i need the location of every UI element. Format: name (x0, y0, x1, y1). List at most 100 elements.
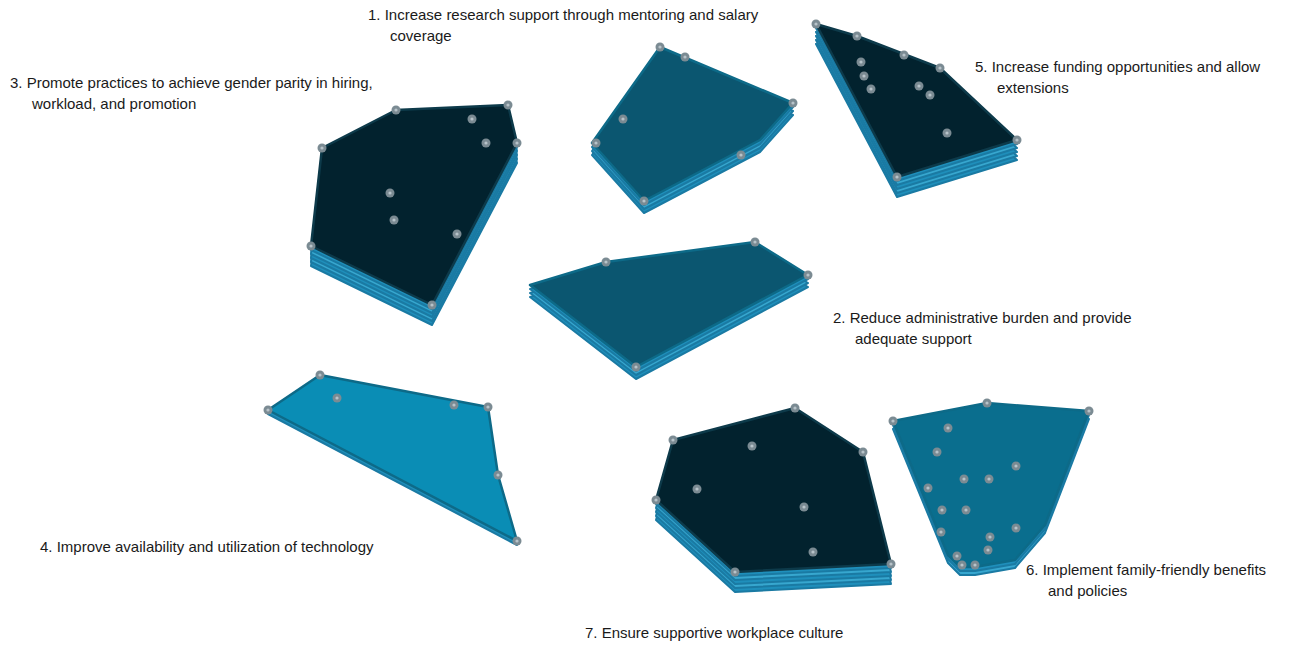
stack-layer (268, 379, 517, 545)
data-point-center (266, 408, 269, 411)
data-point (307, 242, 316, 251)
data-point (504, 101, 513, 110)
stack-layer (656, 424, 891, 588)
data-point-center (986, 548, 989, 551)
data-point (453, 230, 462, 239)
data-point-center (515, 539, 518, 542)
data-point-center (658, 45, 661, 48)
data-point (1012, 524, 1021, 533)
data-point (986, 533, 995, 542)
data-point (804, 271, 813, 280)
stack-layer (816, 44, 1017, 197)
cluster-face (656, 408, 891, 572)
data-point-center (895, 175, 898, 178)
data-point-center (917, 84, 920, 87)
data-point-center (455, 232, 458, 235)
data-point (592, 139, 601, 148)
data-point-center (515, 141, 518, 144)
data-point (937, 528, 946, 537)
data-point (748, 442, 757, 451)
data-point-center (869, 87, 872, 90)
data-point (484, 403, 493, 412)
data-point (1013, 136, 1022, 145)
data-point-center (452, 403, 455, 406)
data-point (867, 85, 876, 94)
data-point-center (902, 53, 905, 56)
data-point-center (486, 405, 489, 408)
stack-layer (311, 117, 517, 317)
stack-layer (311, 113, 517, 313)
data-point (386, 189, 395, 198)
data-point-center (318, 373, 321, 376)
stack-layer (816, 28, 1017, 181)
data-point (751, 238, 760, 247)
data-point-center (973, 563, 976, 566)
data-point (390, 216, 399, 225)
data-point (857, 58, 866, 67)
data-point-center (946, 426, 949, 429)
stack-layer (530, 254, 808, 379)
data-point (926, 91, 935, 100)
data-point-center (1014, 464, 1017, 467)
data-point-center (802, 505, 805, 508)
cluster-face (268, 375, 517, 541)
data-point-center (889, 562, 892, 565)
data-point-center (470, 117, 473, 120)
data-point-center (392, 218, 395, 221)
stack-layer (311, 121, 517, 321)
data-point (860, 72, 869, 81)
data-point (482, 139, 491, 148)
data-point-center (695, 487, 698, 490)
data-point-center (388, 191, 391, 194)
data-point-center (394, 108, 397, 111)
data-point (468, 115, 477, 124)
data-point-center (1014, 526, 1017, 529)
stack-layer (656, 416, 891, 580)
data-point (428, 301, 437, 310)
data-point (943, 129, 952, 138)
stack-layer (530, 250, 808, 375)
data-point (318, 144, 327, 153)
data-point-center (940, 508, 943, 511)
data-point-center (753, 240, 756, 243)
data-point-center (320, 146, 323, 149)
data-point-center (935, 450, 938, 453)
data-point-center (671, 438, 674, 441)
data-point-center (1015, 138, 1018, 141)
stack-layer (592, 55, 793, 209)
cluster-label: 2. Reduce administrative burden and prov… (833, 307, 1155, 349)
data-point-center (928, 93, 931, 96)
stack-layer (656, 420, 891, 584)
stack-layer (816, 36, 1017, 189)
data-point (513, 139, 522, 148)
data-point (264, 406, 273, 415)
data-point-center (811, 550, 814, 553)
data-point (944, 424, 953, 433)
stack-layer (816, 40, 1017, 193)
data-point (737, 151, 746, 160)
cluster-face (816, 24, 1017, 177)
cluster-label: 1. Increase research support through men… (368, 4, 760, 46)
data-point (1085, 407, 1094, 416)
data-point (632, 363, 641, 372)
stack-layer (530, 246, 808, 371)
data-point-center (987, 477, 990, 480)
data-point (984, 546, 993, 555)
data-point-center (985, 401, 988, 404)
data-point-center (604, 260, 607, 263)
data-point (812, 20, 821, 29)
data-point-center (1087, 409, 1090, 412)
stack-layer (816, 32, 1017, 185)
data-point (652, 496, 661, 505)
data-point-center (733, 570, 736, 573)
data-point (924, 484, 933, 493)
data-point (859, 448, 868, 457)
data-point-center (926, 486, 929, 489)
data-point (958, 561, 967, 570)
